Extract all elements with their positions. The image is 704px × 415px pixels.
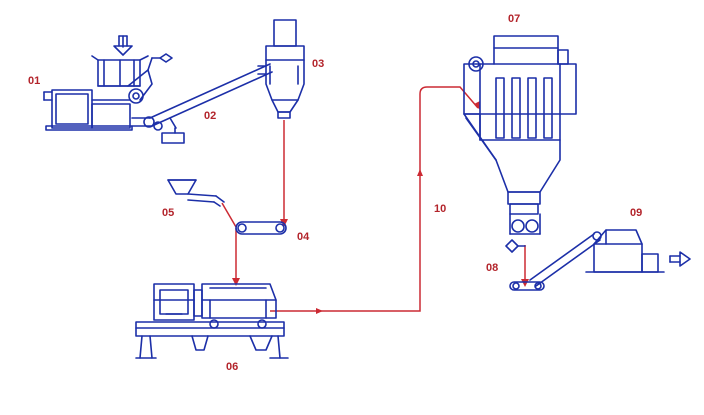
label-06: 06	[226, 361, 238, 373]
flow-lines	[221, 86, 526, 312]
equipment-03-cyclone	[257, 19, 305, 119]
right-arrow-icon	[669, 251, 691, 267]
equipment-05-hopper	[167, 179, 225, 207]
arrow-head-pipe-up	[417, 169, 423, 176]
equipment-06-mill	[135, 283, 289, 359]
label-04: 04	[297, 231, 310, 243]
flow-pipe-10	[270, 86, 479, 312]
label-09: 09	[630, 207, 642, 219]
equipment-07-bag-filter	[463, 35, 577, 253]
equipment-01-crusher	[43, 53, 173, 131]
flow-line-05-to-04	[221, 202, 237, 228]
equipment-04-conveyor	[235, 221, 287, 235]
label-08: 08	[486, 262, 498, 274]
label-10: 10	[434, 203, 446, 215]
label-05: 05	[162, 207, 174, 219]
equipment-08-conveyor	[509, 231, 602, 291]
arrow-head-pipe-right	[316, 308, 323, 314]
label-02: 02	[204, 110, 216, 122]
arrow-head-into-07	[474, 101, 480, 110]
label-01: 01	[28, 75, 40, 87]
label-07: 07	[508, 13, 520, 25]
flow-arrows	[232, 101, 529, 314]
equipment-09-packer	[585, 229, 665, 273]
down-arrow-icon	[113, 35, 133, 56]
arrow-head-07-08	[521, 279, 529, 287]
equipment-labels: 01 02 03 04 05 06 07 08 09 10	[28, 13, 642, 373]
equipment-02-conveyor	[131, 63, 273, 144]
arrow-head-04-06	[232, 278, 240, 286]
label-03: 03	[312, 58, 324, 70]
